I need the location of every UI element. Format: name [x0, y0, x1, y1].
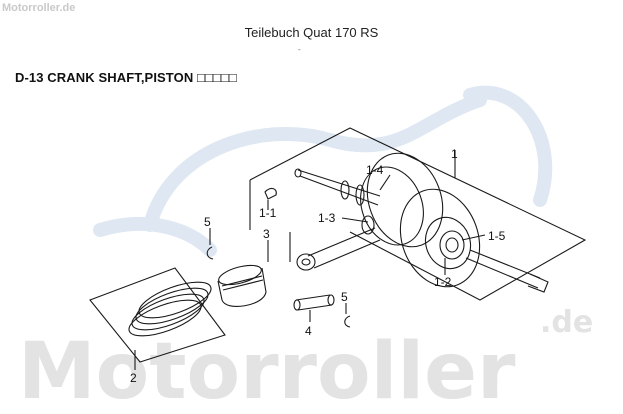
watermark-suffix: .de: [540, 305, 593, 340]
crankshaft-right-shaft: [465, 249, 549, 293]
line-art: [89, 127, 587, 370]
piston: [217, 264, 267, 307]
part-label-2: 2: [130, 371, 137, 385]
header-dash: -: [298, 45, 301, 54]
part-label-1: 1: [451, 147, 458, 161]
brand-watermark-shape: [93, 85, 553, 257]
part-label-5-left: 5: [204, 215, 211, 229]
section-title: D-13 CRANK SHAFT,PISTON □□□□□: [15, 70, 237, 85]
piston-pin: [293, 294, 335, 311]
part-label-1-4: 1-4: [366, 163, 384, 177]
watermark-corner-text: Motorroller.de: [2, 2, 76, 14]
circlip-left: [206, 246, 214, 260]
page-title: Teilebuch Quat 170 RS: [244, 25, 379, 40]
crankshaft-left-shaft: [294, 168, 381, 206]
crankshaft-group-frame: [249, 127, 587, 301]
part-label-4: 4: [305, 324, 312, 338]
crank-web-right: [399, 188, 481, 288]
crank-web-left: [360, 152, 444, 248]
part-label-1-1: 1-1: [259, 206, 277, 220]
part-label-1-3: 1-3: [318, 211, 336, 225]
connecting-rod: [296, 227, 381, 271]
piston-rings: [128, 281, 212, 337]
part-label-1-2: 1-2: [434, 275, 452, 289]
watermark-big-text: Motorroller: [18, 327, 516, 414]
woodruff-key: [264, 187, 277, 200]
piston-group-frame: [89, 267, 226, 363]
part-label-5-right: 5: [341, 290, 348, 304]
part-label-3: 3: [263, 227, 270, 241]
circlip-right: [344, 315, 351, 328]
part-label-1-5: 1-5: [488, 229, 506, 243]
